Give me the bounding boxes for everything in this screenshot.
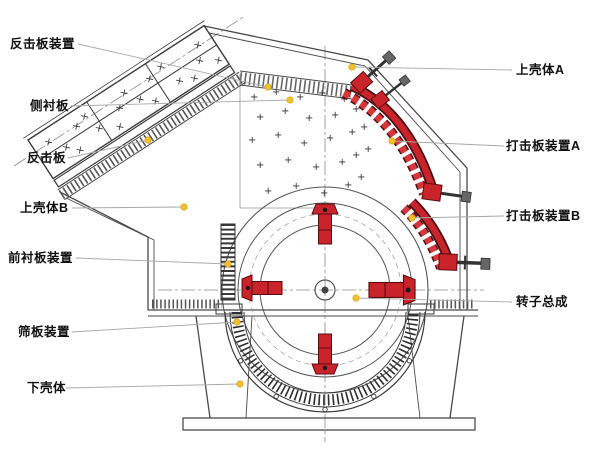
label-side-liner: 侧衬板 <box>30 99 70 113</box>
label-impact-plate-device: 反击板装置 <box>10 37 76 51</box>
marker-dot <box>236 380 244 388</box>
plus-hatch-mark: + <box>331 110 339 121</box>
mounting-bolt-mid <box>421 182 472 203</box>
label-lower-casing: 下壳体 <box>27 381 67 395</box>
top-liner-strip <box>239 70 353 100</box>
screen-assembly <box>215 303 435 413</box>
mounting-bolt-right <box>438 253 491 271</box>
cross-hatch-mark: × <box>193 54 206 68</box>
label-impact-plate: 反击板 <box>27 151 67 165</box>
plus-hatch-mark: + <box>250 92 258 103</box>
plus-hatch-mark: + <box>338 157 346 168</box>
cross-hatch-mark: × <box>149 95 162 109</box>
plus-hatch-mark: + <box>344 180 352 191</box>
plus-hatch-mark: + <box>292 181 300 192</box>
plus-hatch-mark: + <box>357 172 365 183</box>
plus-hatch-mark: + <box>352 104 360 115</box>
marker-dot <box>224 260 232 268</box>
marker-dot <box>348 63 356 71</box>
cross-hatch-mark: × <box>173 74 186 88</box>
plus-hatch-mark: + <box>340 94 348 105</box>
centerlines <box>13 15 484 442</box>
marker-dot <box>352 294 360 302</box>
cross-hatch-mark: × <box>113 102 126 116</box>
plus-hatch-mark: + <box>274 130 282 141</box>
cross-hatch-mark: × <box>192 39 205 53</box>
blow-bar-top <box>311 203 339 245</box>
plus-hatch-mark: + <box>364 144 372 155</box>
striking-plate-device-a <box>341 81 438 196</box>
plus-hatch-mark: + <box>272 87 280 98</box>
blow-bar-right <box>368 274 416 306</box>
label-rotor-assembly: 转子总成 <box>516 295 569 309</box>
plus-hatch-mark: + <box>305 113 313 124</box>
plus-hatch-mark: + <box>312 162 320 173</box>
cross-hatch-mark: × <box>78 110 91 124</box>
plus-hatch-mark: + <box>256 112 264 123</box>
plus-hatch-mark: + <box>248 135 256 146</box>
cross-hatch-mark: × <box>118 87 131 101</box>
leader-dots <box>144 63 416 388</box>
plus-hatch-mark: + <box>320 188 328 199</box>
marker-dot <box>286 96 294 104</box>
plus-hatch-mark: + <box>284 155 292 166</box>
plus-hatch-mark: + <box>264 186 272 197</box>
marker-dot <box>233 318 241 326</box>
plus-hatch-mark: + <box>348 127 356 138</box>
label-striking-plate-b: 打击板装置B <box>506 209 581 223</box>
label-upper-casing-b: 上壳体B <box>20 201 69 215</box>
marker-dot <box>388 137 396 145</box>
plus-hatch-mark: + <box>256 160 264 171</box>
side-liner-plate: +++++++++++++++++++++++++++ <box>239 74 372 209</box>
marker-dot <box>408 214 416 222</box>
cross-hatch-mark: × <box>42 136 55 150</box>
plus-hatch-mark: + <box>281 106 289 117</box>
label-upper-casing-a: 上壳体A <box>516 63 565 77</box>
plus-hatch-mark: + <box>296 92 304 103</box>
mounting-bolt-top-2 <box>370 74 411 110</box>
marker-dot <box>180 203 188 211</box>
blow-bar-left <box>241 274 283 302</box>
label-screen-plate-device: 筛板装置 <box>18 325 71 339</box>
label-front-liner-device: 前衬板装置 <box>8 251 74 265</box>
plus-hatch-mark: + <box>326 133 334 144</box>
plus-hatch-mark: + <box>352 150 360 161</box>
marker-dot <box>264 83 272 91</box>
marker-dot <box>144 136 152 144</box>
plus-hatch-mark: + <box>300 138 308 149</box>
base-plate <box>182 417 476 431</box>
plus-hatch-area: +++++++++++++++++++++++++++ <box>248 87 372 199</box>
leader-lines <box>65 43 513 389</box>
label-striking-plate-a: 打击板装置A <box>506 139 581 153</box>
mounting-bolt-top <box>349 50 397 94</box>
plus-hatch-mark: + <box>318 88 326 99</box>
plus-hatch-mark: + <box>360 122 368 133</box>
